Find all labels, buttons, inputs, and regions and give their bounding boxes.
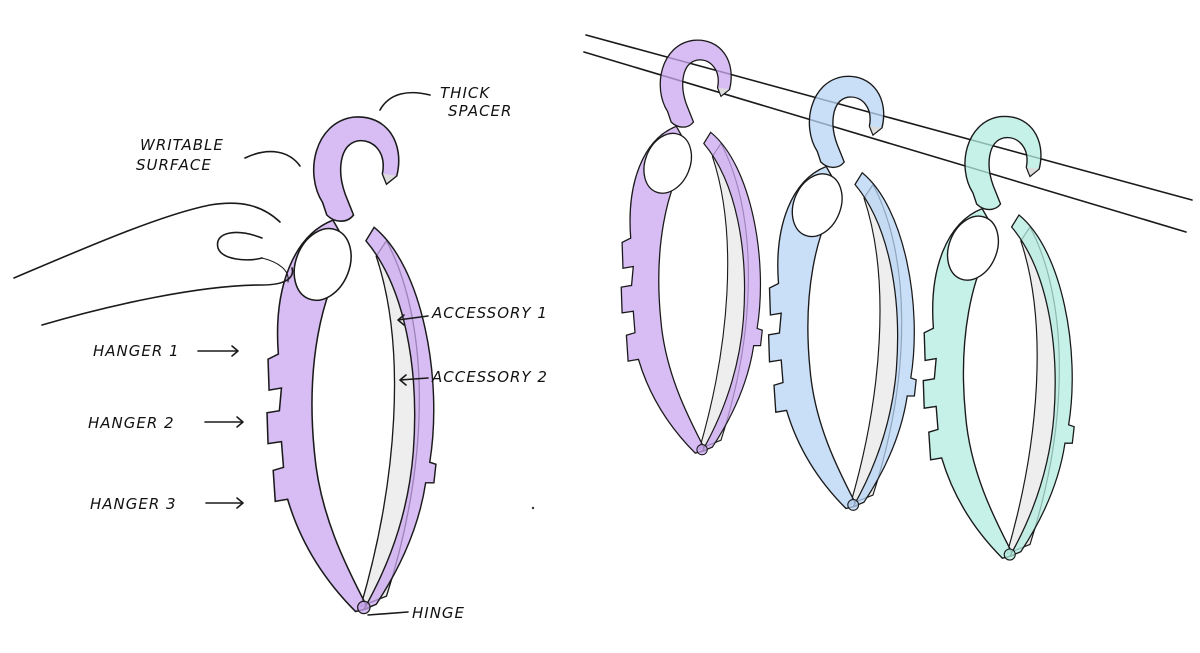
label-hinge: HINGE [412, 604, 465, 622]
label-hanger-3: HANGER 3 [90, 495, 177, 513]
label-hanger-2: HANGER 2 [88, 414, 175, 432]
hanger-3-arrow [206, 498, 243, 508]
hanger-2-arrow [205, 417, 243, 427]
organizer-purple [621, 40, 762, 455]
label-hanger-1: HANGER 1 [93, 342, 180, 360]
label-thick-spacer-1: THICK [440, 84, 490, 102]
hinge-leader [368, 612, 408, 615]
label-accessory-1: ACCESSORY 1 [431, 304, 548, 322]
pencil-dot [532, 507, 534, 509]
label-accessory-2: ACCESSORY 2 [431, 368, 548, 386]
organizer-blue [769, 76, 917, 510]
label-thick-spacer-2: SPACER [448, 102, 512, 120]
label-writable-surface-2: SURFACE [136, 156, 212, 174]
main-organizer [267, 117, 436, 614]
label-writable-surface-1: WRITABLE [140, 136, 224, 154]
organizer-teal [923, 116, 1074, 560]
writable-surface-leader [245, 152, 300, 166]
hanger-1-arrow [198, 346, 238, 356]
hand-sketch [14, 203, 293, 325]
thick-spacer-leader [380, 93, 430, 110]
